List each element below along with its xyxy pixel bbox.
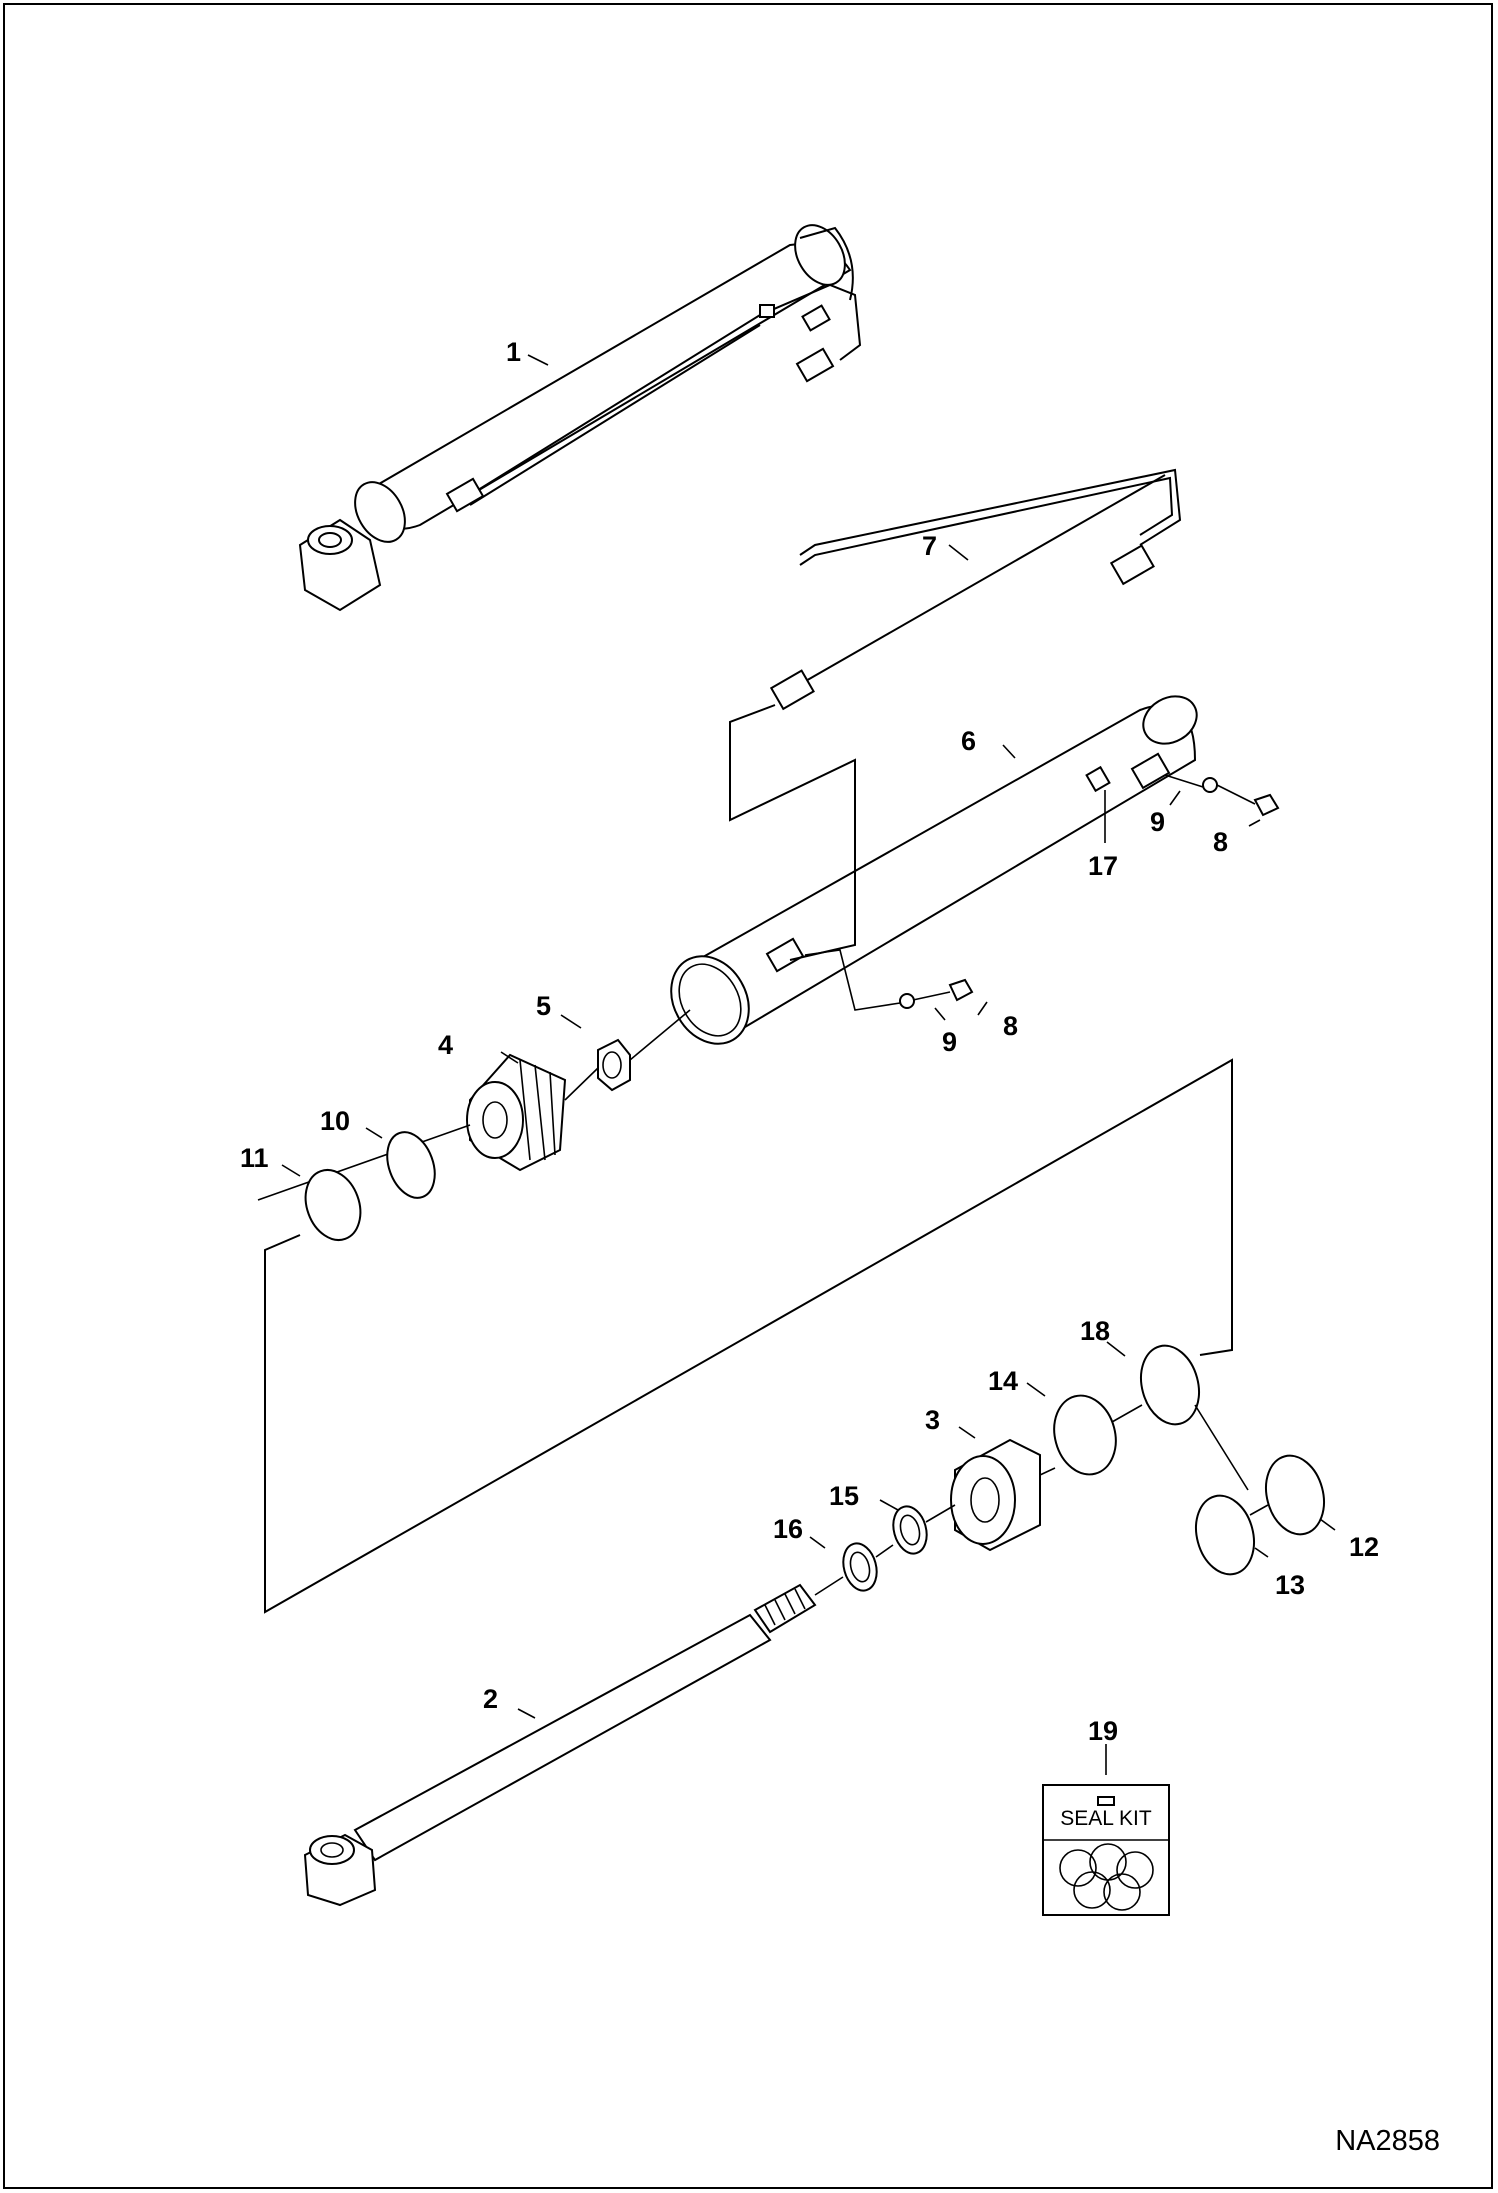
callout-13: 13 (1275, 1570, 1305, 1600)
callout-15: 15 (829, 1481, 859, 1511)
o-ring-14 (1053, 1394, 1117, 1476)
piston-axis (257, 1009, 691, 1201)
callout-9-upper: 9 (1150, 807, 1165, 837)
diagram-border (3, 3, 1493, 2189)
piston-rod (303, 1583, 817, 1907)
backup-ring-13 (1195, 1494, 1255, 1576)
piston (466, 1053, 567, 1172)
plug-8-lower (948, 978, 974, 1002)
callout-16: 16 (773, 1514, 803, 1544)
callout-11: 11 (240, 1143, 269, 1173)
callout-14: 14 (988, 1366, 1018, 1396)
figure-code: NA2858 (1335, 2125, 1440, 2157)
callout-10: 10 (320, 1106, 350, 1136)
callout-3: 3 (925, 1405, 940, 1435)
hydraulic-tube (769, 468, 1182, 711)
cylinder-barrel (670, 695, 1198, 1045)
lock-nut (597, 1038, 631, 1092)
o-ring-9-lower (899, 993, 915, 1009)
callout-8-lower: 8 (1003, 1011, 1018, 1041)
assembly-leader-box (264, 1058, 1233, 1614)
seal-ring-10 (386, 1131, 436, 1199)
callout-7: 7 (922, 531, 937, 561)
fitting-leader-lower (804, 949, 951, 1011)
callout-8-upper: 8 (1213, 827, 1228, 857)
leader-7-to-barrel (729, 704, 856, 961)
rod-axis (814, 1504, 956, 1596)
seal-kit-package (1042, 1784, 1170, 1916)
callout-leaders (281, 354, 1336, 1775)
callout-4: 4 (438, 1030, 453, 1060)
fitting-leader-upper (1164, 774, 1256, 805)
seal-ring-11 (304, 1169, 362, 1241)
callout-2: 2 (483, 1684, 498, 1714)
seal-kit-label: SEAL KIT (1060, 1807, 1152, 1830)
callout-18: 18 (1080, 1316, 1110, 1346)
callout-12: 12 (1349, 1532, 1379, 1562)
callout-17: 17 (1088, 851, 1118, 881)
callout-1: 1 (506, 337, 521, 367)
assembled-cylinder (298, 224, 862, 612)
callout-5: 5 (536, 991, 551, 1021)
callout-9-lower: 9 (942, 1027, 957, 1057)
o-ring-12 (1265, 1454, 1325, 1536)
callout-6: 6 (961, 726, 976, 756)
rod-gland (950, 1438, 1041, 1552)
backup-ring-18 (1140, 1344, 1200, 1426)
plug-8-upper (1253, 793, 1280, 817)
wiper-seal-16 (842, 1542, 878, 1592)
o-ring-9-upper (1202, 777, 1218, 793)
callout-19: 19 (1088, 1716, 1118, 1746)
gland-axis (1039, 1404, 1269, 1516)
rod-seal-15 (892, 1505, 928, 1555)
